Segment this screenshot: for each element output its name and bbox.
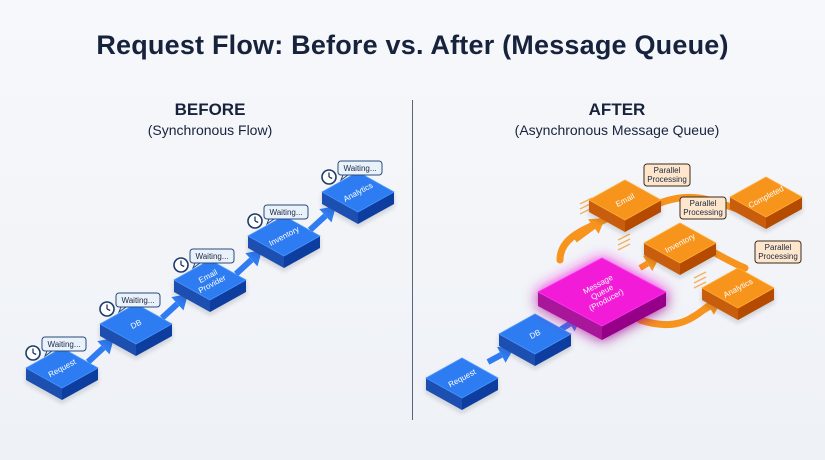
before-clock-icon-4	[247, 213, 263, 229]
before-waiting-bubble-3: Waiting...	[189, 248, 235, 270]
before-clock-icon-5	[321, 169, 337, 185]
before-waiting-bubble-4: Waiting...	[263, 204, 309, 226]
after-motion-streaks-3	[693, 271, 707, 289]
page-title: Request Flow: Before vs. After (Message …	[96, 30, 729, 60]
after-panel-heading: AFTER (Asynchronous Message Queue)	[417, 100, 817, 138]
before-waiting-bubble-4-text: Waiting...	[269, 208, 302, 217]
after-node-queue-left-face	[538, 292, 602, 340]
before-node-3-left-face	[174, 280, 210, 312]
before-waiting-bubble-1: Waiting...	[41, 336, 87, 358]
before-node-2-top-face	[99, 303, 173, 345]
after-node-queue: MessageQueue(Producer)	[537, 257, 667, 340]
before-node-1-left-face	[26, 368, 62, 400]
before-node-2-right-face	[136, 324, 172, 356]
before-arrow-4	[307, 206, 336, 233]
after-node-completed-top-face	[729, 176, 803, 218]
before-node-3-top-face	[173, 259, 247, 301]
before-node-5-top-face	[321, 171, 395, 213]
after-arrow-queue-email	[573, 218, 605, 243]
before-node-2: DB	[99, 303, 173, 356]
before-node-5-right-face	[358, 192, 394, 224]
after-node-inventory-top-face	[643, 222, 717, 264]
before-arrow-3	[233, 250, 262, 277]
after-connector-1	[556, 212, 616, 264]
after-node-db-top-face	[498, 313, 572, 355]
after-node-analytics: Analytics	[701, 267, 775, 320]
after-heading: AFTER	[588, 100, 646, 119]
before-node-4: Inventory	[247, 215, 321, 268]
after-node-request-right-face	[462, 378, 498, 410]
after-node-email-right-face	[625, 200, 661, 232]
before-node-1-right-face	[62, 368, 98, 400]
before-waiting-bubble-3-text: Waiting...	[195, 252, 228, 261]
after-node-queue-right-face	[602, 292, 666, 340]
before-waiting-bubble-5-text: Waiting...	[343, 164, 376, 173]
before-node-4-right-face	[284, 236, 320, 268]
before-node-1-top-face	[25, 347, 99, 389]
before-node-3: EmailProvider	[173, 259, 247, 312]
before-node-4-top-face	[247, 215, 321, 257]
before-waiting-bubble-2: Waiting...	[115, 292, 161, 314]
before-node-4-left-face	[248, 236, 284, 268]
after-node-completed-left-face	[730, 197, 766, 229]
before-clock-icon-1	[25, 345, 41, 361]
after-node-inventory-right-face	[680, 243, 716, 275]
before-waiting-bubble-1-text: Waiting...	[47, 340, 80, 349]
after-subheading: (Asynchronous Message Queue)	[514, 122, 720, 138]
before-clock-icon-2	[99, 301, 115, 317]
after-node-request-top-face	[425, 357, 499, 399]
after-node-analytics-right-face	[738, 288, 774, 320]
before-node-5: Analytics	[321, 171, 395, 224]
before-arrow-1	[85, 338, 114, 365]
after-node-completed-right-face	[766, 197, 802, 229]
before-waiting-bubble-5: Waiting...	[337, 160, 383, 182]
after-motion-streaks-2	[617, 233, 631, 251]
after-node-email: Email	[588, 179, 662, 232]
after-node-queue-top-face	[537, 257, 667, 327]
before-arrow-2	[159, 294, 188, 321]
before-panel-heading: BEFORE (Synchronous Flow)	[10, 100, 410, 138]
panel-divider	[412, 100, 413, 420]
before-node-5-left-face	[322, 192, 358, 224]
before-clock-icon-3	[173, 257, 189, 273]
after-node-request-left-face	[426, 378, 462, 410]
before-subheading: (Synchronous Flow)	[147, 122, 273, 138]
after-node-completed: Completed	[729, 176, 803, 229]
after-node-inventory: Inventory	[643, 222, 717, 275]
before-node-2-left-face	[100, 324, 136, 356]
after-node-analytics-top-face	[701, 267, 775, 309]
after-node-db: DB	[498, 313, 572, 366]
before-node-3-right-face	[210, 280, 246, 312]
before-diagram: RequestWaiting...DBWaiting...EmailProvid…	[25, 160, 395, 400]
after-node-analytics-left-face	[702, 288, 738, 320]
after-node-inventory-left-face	[644, 243, 680, 275]
before-heading: BEFORE	[174, 100, 246, 119]
after-node-email-left-face	[589, 200, 625, 232]
after-node-email-top-face	[588, 179, 662, 221]
after-node-db-left-face	[499, 334, 535, 366]
after-node-db-right-face	[535, 334, 571, 366]
after-node-request: Request	[425, 357, 499, 410]
before-node-1: Request	[25, 347, 99, 400]
before-waiting-bubble-2-text: Waiting...	[121, 296, 154, 305]
